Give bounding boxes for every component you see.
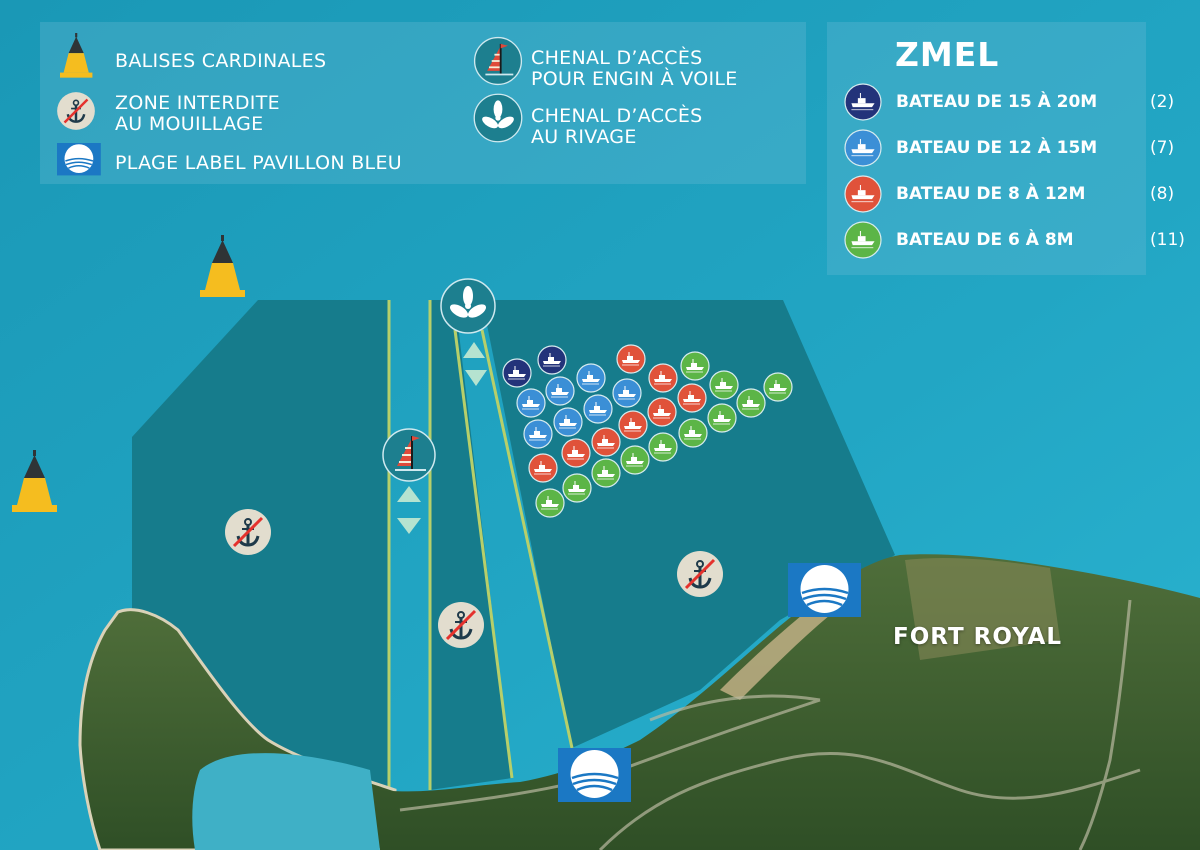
zmel-category-label: BATEAU DE 6 À 8M bbox=[896, 230, 1074, 250]
mooring-buoy-blue-icon[interactable] bbox=[612, 378, 642, 408]
cardinal-buoy-icon bbox=[12, 450, 57, 512]
blue-flag-icon[interactable] bbox=[558, 748, 631, 802]
mooring-buoy-red-icon[interactable] bbox=[677, 383, 707, 413]
legend-label-shore-channel-line2: AU RIVAGE bbox=[531, 126, 637, 148]
mooring-buoy-green-icon[interactable] bbox=[678, 418, 708, 448]
sailboat-channel-icon[interactable] bbox=[382, 428, 436, 482]
arrow-down-icon bbox=[397, 518, 421, 534]
zmel-category-count: (8) bbox=[1150, 184, 1175, 204]
mooring-buoy-blue-icon[interactable] bbox=[583, 394, 613, 424]
center-restricted-zone bbox=[430, 300, 512, 790]
mooring-buoy-navy-icon[interactable] bbox=[537, 345, 567, 375]
legend-label-no-anchoring-line2: AU MOUILLAGE bbox=[115, 113, 264, 135]
mooring-buoy-green-icon[interactable] bbox=[591, 458, 621, 488]
mooring-buoy-red-icon[interactable] bbox=[591, 427, 621, 457]
legend-label-blue-flag: PLAGE LABEL PAVILLON BLEU bbox=[115, 152, 402, 174]
zmel-mooring-field bbox=[502, 344, 793, 518]
zmel-category-label: BATEAU DE 12 À 15M bbox=[896, 138, 1098, 158]
no-anchoring-icon[interactable] bbox=[438, 602, 484, 648]
place-label-fort-royal: FORT ROYAL bbox=[893, 624, 1062, 650]
mooring-buoy-green-icon[interactable] bbox=[680, 351, 710, 381]
zmel-category-label: BATEAU DE 8 À 12M bbox=[896, 184, 1086, 204]
blue-flag-icon[interactable] bbox=[788, 563, 861, 617]
zmel-category-count: (2) bbox=[1150, 92, 1175, 112]
mooring-buoy-navy-icon[interactable] bbox=[502, 358, 532, 388]
legend-label-no-anchoring: ZONE INTERDITE bbox=[115, 92, 280, 114]
zmel-category-label: BATEAU DE 15 À 20M bbox=[896, 92, 1098, 112]
mooring-buoy-green-icon[interactable] bbox=[535, 488, 565, 518]
mooring-buoy-red-icon[interactable] bbox=[648, 363, 678, 393]
no-anchoring-icon[interactable] bbox=[677, 551, 723, 597]
sail-channel bbox=[387, 300, 432, 790]
propeller-channel-icon[interactable] bbox=[440, 278, 496, 334]
lagoon bbox=[192, 753, 380, 850]
mooring-buoy-red-icon[interactable] bbox=[618, 410, 648, 440]
arrow-up-icon bbox=[397, 486, 421, 502]
fort-area bbox=[905, 557, 1060, 660]
arrow-up-icon bbox=[463, 342, 485, 358]
zmel-title: ZMEL bbox=[895, 35, 1000, 74]
mooring-buoy-blue-icon[interactable] bbox=[523, 419, 553, 449]
beach bbox=[720, 600, 830, 700]
mooring-buoy-green-icon[interactable] bbox=[707, 403, 737, 433]
legend-label-cardinal-buoys: BALISES CARDINALES bbox=[115, 50, 327, 72]
mooring-buoy-blue-icon[interactable] bbox=[545, 376, 575, 406]
mooring-buoy-green-icon[interactable] bbox=[620, 445, 650, 475]
mooring-buoy-blue-icon[interactable] bbox=[576, 363, 606, 393]
mooring-buoy-green-icon[interactable] bbox=[562, 473, 592, 503]
mooring-buoy-green-icon[interactable] bbox=[709, 370, 739, 400]
zmel-category-count: (11) bbox=[1150, 230, 1185, 250]
legend-label-sail-channel-line2: POUR ENGIN À VOILE bbox=[531, 68, 738, 90]
mooring-buoy-red-icon[interactable] bbox=[561, 438, 591, 468]
legend-label-sail-channel: CHENAL D’ACCÈS bbox=[531, 47, 703, 69]
legend-label-shore-channel: CHENAL D’ACCÈS bbox=[531, 105, 703, 127]
shore-access-channel bbox=[453, 329, 574, 779]
map-legend bbox=[40, 22, 806, 184]
mooring-buoy-green-icon[interactable] bbox=[763, 372, 793, 402]
mooring-buoy-red-icon[interactable] bbox=[647, 397, 677, 427]
mooring-buoy-blue-icon[interactable] bbox=[553, 407, 583, 437]
paths bbox=[399, 599, 1141, 850]
mooring-buoy-blue-icon[interactable] bbox=[516, 388, 546, 418]
arrow-down-icon bbox=[465, 370, 487, 386]
mooring-buoy-red-icon[interactable] bbox=[616, 344, 646, 374]
zmel-category-count: (7) bbox=[1150, 138, 1175, 158]
mooring-buoy-green-icon[interactable] bbox=[648, 432, 678, 462]
mooring-buoy-green-icon[interactable] bbox=[736, 388, 766, 418]
cardinal-buoy-icon bbox=[200, 235, 245, 297]
mooring-buoy-red-icon[interactable] bbox=[528, 453, 558, 483]
no-anchoring-icon[interactable] bbox=[225, 509, 271, 555]
